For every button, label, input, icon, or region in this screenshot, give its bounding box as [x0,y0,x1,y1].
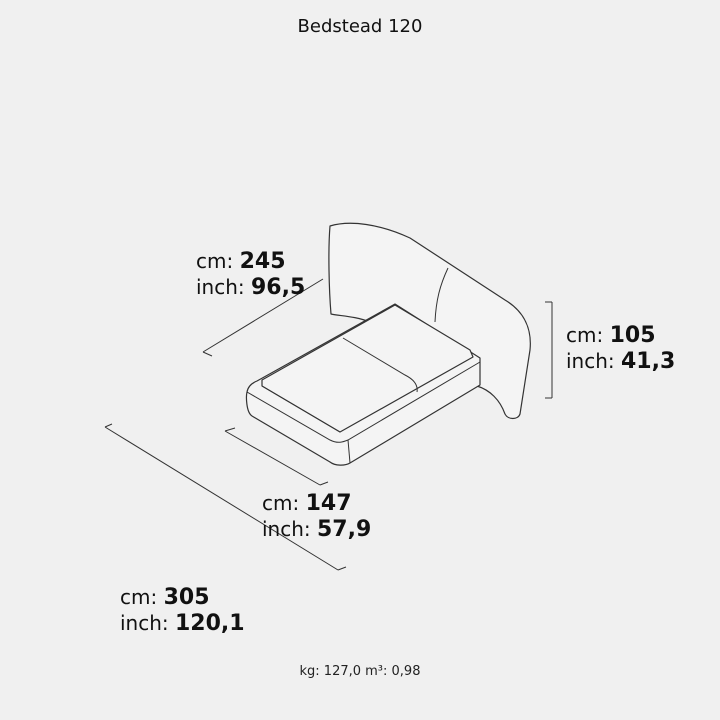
width-dimension-line [202,278,324,357]
bed-length-inch-value: 57,9 [317,517,372,542]
width-label: cm: 245 inch: 96,5 [196,248,305,300]
bed-length-dimension-line [224,427,329,486]
base-corner-edge [347,439,351,464]
width-inch-label: inch: [196,275,251,299]
total-length-inch-value: 120,1 [175,611,245,636]
bed-length-cm-label: cm: [262,491,306,515]
weight-volume-info: kg: 127,0 m³: 0,98 [299,664,421,679]
width-cm-value: 245 [239,249,286,274]
bed-length-label: cm: 147 inch: 57,9 [262,490,371,542]
height-label: cm: 105 inch: 41,3 [566,322,675,374]
total-length-label: cm: 305 inch: 120,1 [120,584,245,636]
height-inch-value: 41,3 [621,349,676,374]
height-inch-label: inch: [566,349,621,373]
width-inch-value: 96,5 [251,275,306,300]
bed-length-inch-label: inch: [262,517,317,541]
headboard-seam [434,267,449,323]
duvet-fold [342,337,418,393]
height-dimension-line [545,301,553,399]
mattress-edge [261,385,341,433]
total-length-cm-value: 305 [163,585,210,610]
total-length-cm-label: cm: [120,585,164,609]
product-title: Bedstead 120 [297,16,423,37]
total-length-dimension-line [104,423,347,571]
height-cm-label: cm: [566,323,610,347]
bed-length-cm-value: 147 [305,491,352,516]
height-cm-value: 105 [609,323,656,348]
total-length-inch-label: inch: [120,611,175,635]
width-cm-label: cm: [196,249,240,273]
